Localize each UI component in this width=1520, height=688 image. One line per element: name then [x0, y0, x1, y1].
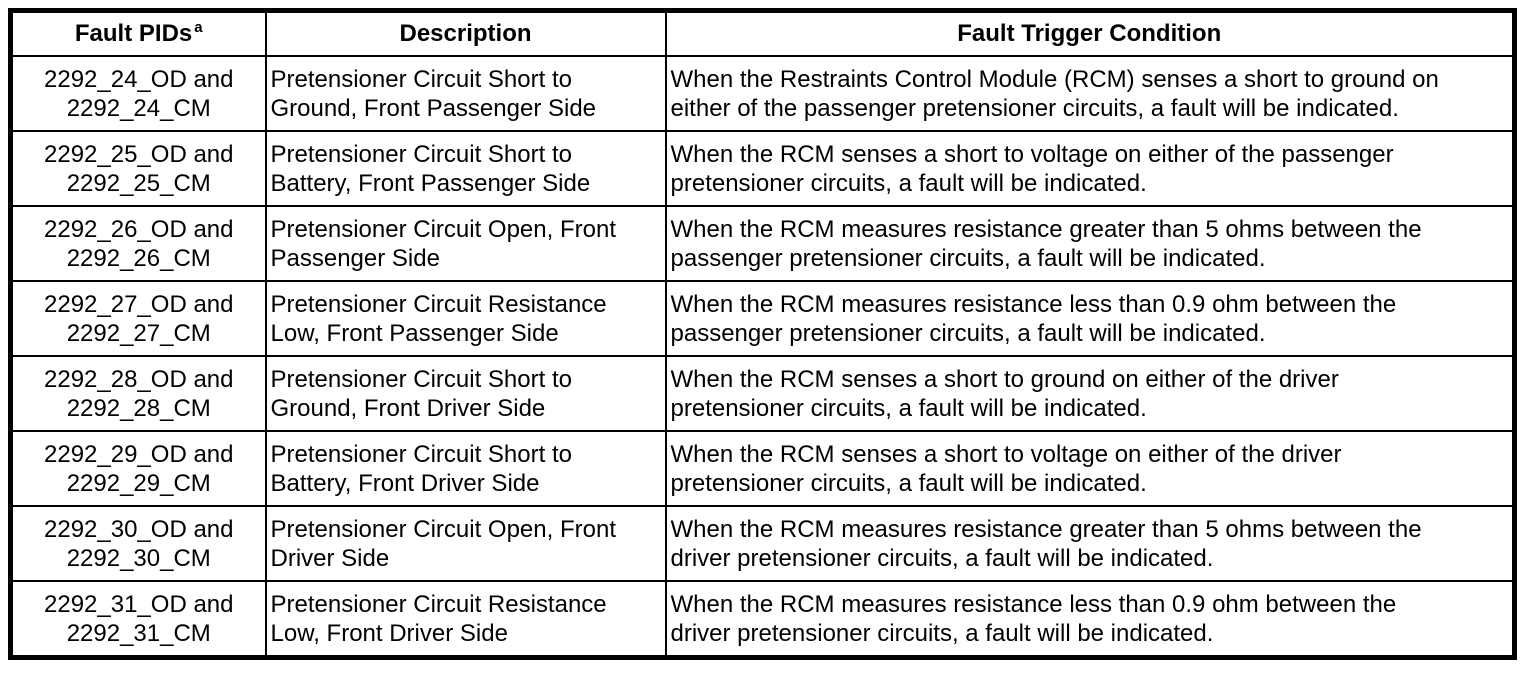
condition-cell: When the RCM measures resistance less th… — [664, 580, 1516, 659]
condition-cell: When the RCM senses a short to voltage o… — [664, 430, 1516, 507]
condition-cell: When the RCM senses a short to ground on… — [664, 355, 1516, 432]
condition-cell: When the RCM measures resistance less th… — [664, 280, 1516, 357]
col-header-description: Description — [264, 9, 667, 57]
col-header-fault-trigger-condition: Fault Trigger Condition — [664, 9, 1516, 57]
condition-cell: When the RCM measures resistance greater… — [664, 505, 1516, 582]
condition-cell: When the RCM measures resistance greater… — [664, 205, 1516, 282]
condition-cell: When the Restraints Control Module (RCM)… — [664, 55, 1516, 132]
col-header-fault-pids-label: Fault PIDs — [74, 20, 193, 47]
fault-pids-footnote-marker: a — [194, 19, 203, 36]
condition-cell: When the RCM senses a short to voltage o… — [664, 130, 1516, 207]
